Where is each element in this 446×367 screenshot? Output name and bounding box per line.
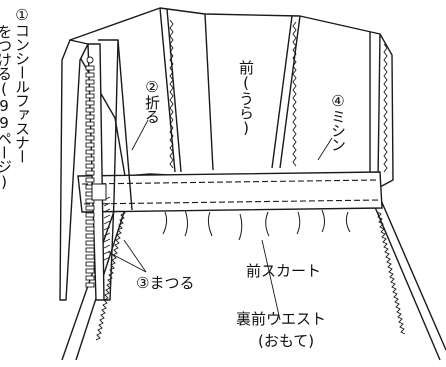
label-lining-line1: 裏前ウエスト: [236, 310, 326, 328]
label-front-wrong: 前(うら): [237, 60, 255, 136]
zipper-teeth-icon: [85, 56, 95, 288]
label-step4: ④ミシン: [329, 92, 347, 151]
waistband-stitch-lines: [81, 179, 381, 205]
waistband: [77, 171, 383, 213]
label-step1-line2: をつける(99ページ): [0, 24, 13, 190]
skirt-gathers: [162, 209, 351, 241]
skirt-zigzag-icon: [95, 209, 406, 341]
zipper-strip: [59, 39, 133, 301]
hook-eye-icon: [91, 183, 107, 201]
leader-lines: [107, 119, 333, 321]
bodice-zigzag-icon: [169, 19, 388, 173]
label-step1-line1: ①コンシールファスナー: [13, 6, 31, 163]
label-step3: ③まつる: [136, 274, 194, 292]
label-lining-line2: (おもて): [258, 332, 314, 350]
slipstitch-marks: [103, 196, 111, 261]
label-step2: ②折る: [143, 78, 161, 124]
label-front-skirt: 前スカート: [246, 262, 321, 280]
